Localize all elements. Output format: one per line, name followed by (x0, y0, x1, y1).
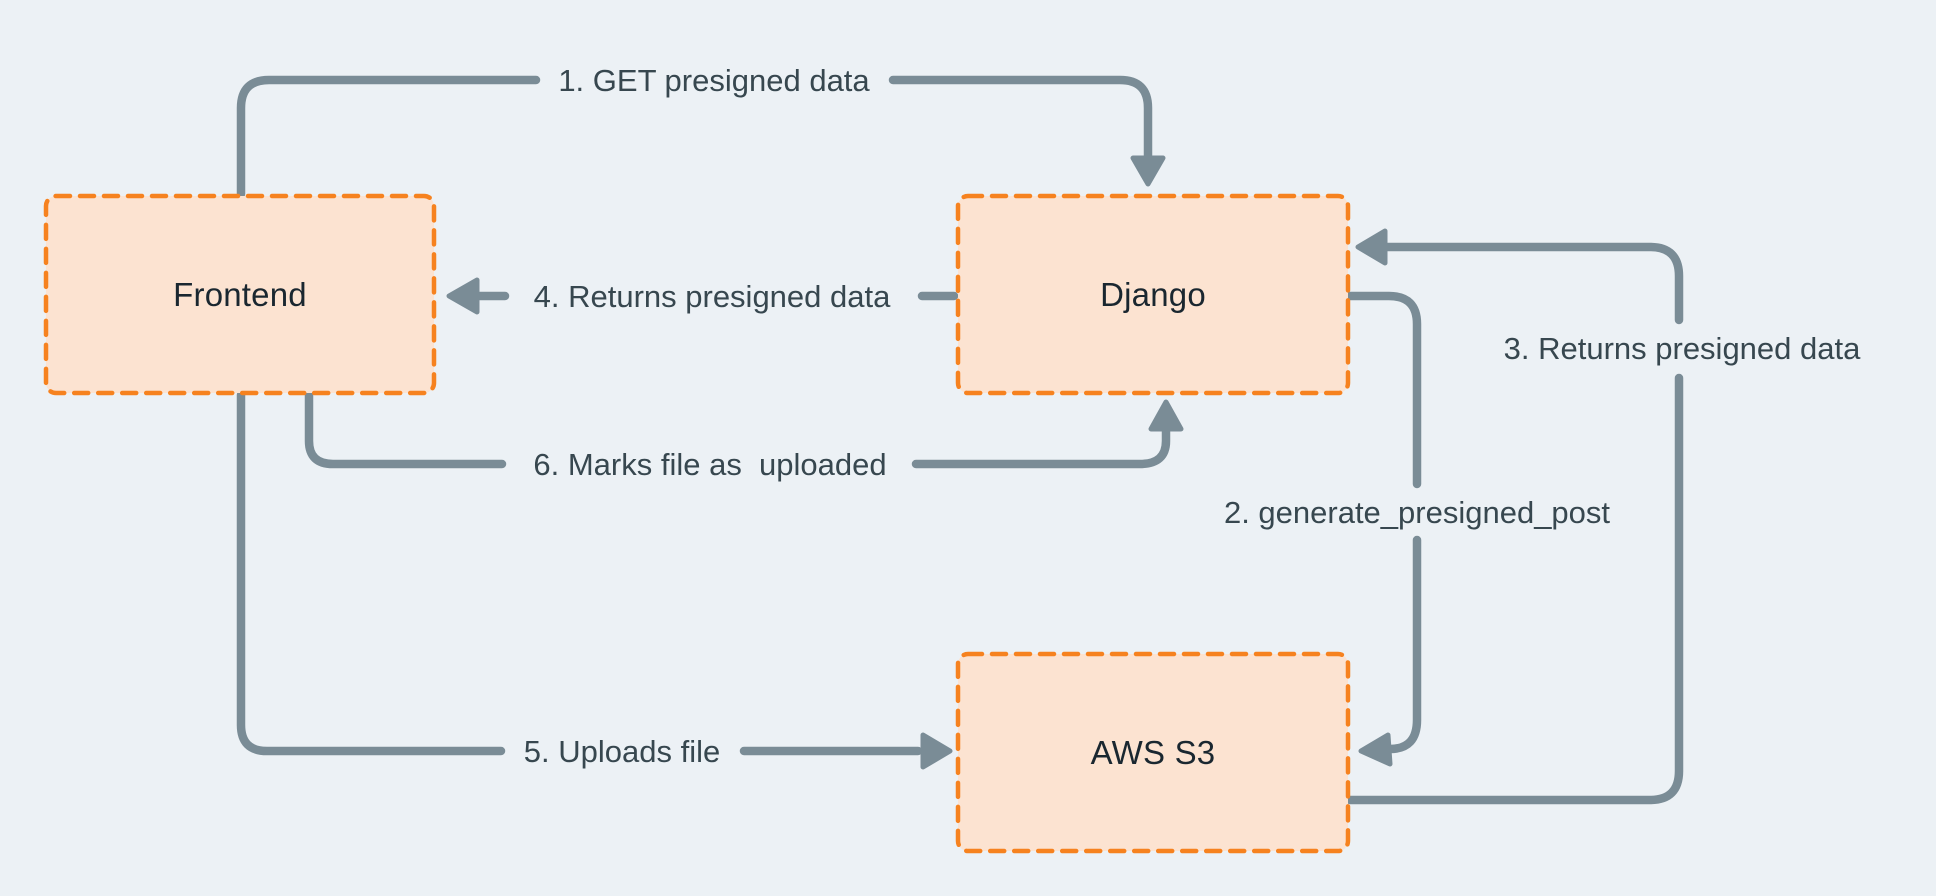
arrow-3-line-top (1381, 242, 1684, 325)
node-frontend-label: Frontend (173, 276, 307, 313)
node-aws-s3-label: AWS S3 (1091, 734, 1216, 771)
node-django-box (955, 193, 1351, 396)
arrow-6-line-right (911, 425, 1171, 469)
arrow-3-aws-s3-to-django: 3. Returns presigned data (1345, 228, 1861, 805)
arrow-2-label: 2. generate_presigned_post (1224, 495, 1610, 530)
node-frontend-box (43, 193, 437, 396)
arrow-2-line-top (1345, 291, 1422, 489)
arrow-2-django-to-aws-s3: 2. generate_presigned_post (1224, 291, 1610, 767)
node-aws-s3-box (955, 651, 1351, 854)
arrow-6-label: 6. Marks file as uploaded (533, 447, 886, 482)
arrow-6-line-left (304, 390, 507, 469)
arrow-1-line-left (236, 75, 541, 199)
node-frontend: Frontend (43, 193, 437, 396)
arrow-3-label: 3. Returns presigned data (1504, 331, 1861, 366)
arrow-5-label: 5. Uploads file (524, 734, 720, 769)
arrow-5-line-left (236, 390, 506, 756)
arrow-3-arrowhead-icon (1355, 228, 1388, 266)
arrow-1-arrowhead-icon (1130, 155, 1166, 187)
arrow-4-django-to-frontend: 4. Returns presigned data (446, 277, 959, 315)
arrow-4-label: 4. Returns presigned data (534, 279, 891, 314)
arrow-5-frontend-to-aws-s3: 5. Uploads file (236, 390, 953, 770)
arrow-2-line-bottom (1383, 535, 1422, 754)
arrow-6-frontend-to-django: 6. Marks file as uploaded (304, 390, 1184, 482)
node-django: Django (955, 193, 1351, 396)
arrow-5-arrowhead-icon (920, 732, 953, 770)
arrow-6-arrowhead-icon (1148, 399, 1184, 432)
arrow-1-line-right (888, 75, 1153, 165)
arrow-1-frontend-to-django: 1. GET presigned data (236, 63, 1166, 199)
arrow-1-label: 1. GET presigned data (558, 63, 870, 98)
arrow-2-arrowhead-icon (1358, 732, 1393, 767)
arrow-3-line-bottom (1345, 373, 1684, 805)
arrow-4-arrowhead-icon (446, 277, 480, 315)
node-django-label: Django (1100, 276, 1206, 313)
node-aws-s3: AWS S3 (955, 651, 1351, 854)
